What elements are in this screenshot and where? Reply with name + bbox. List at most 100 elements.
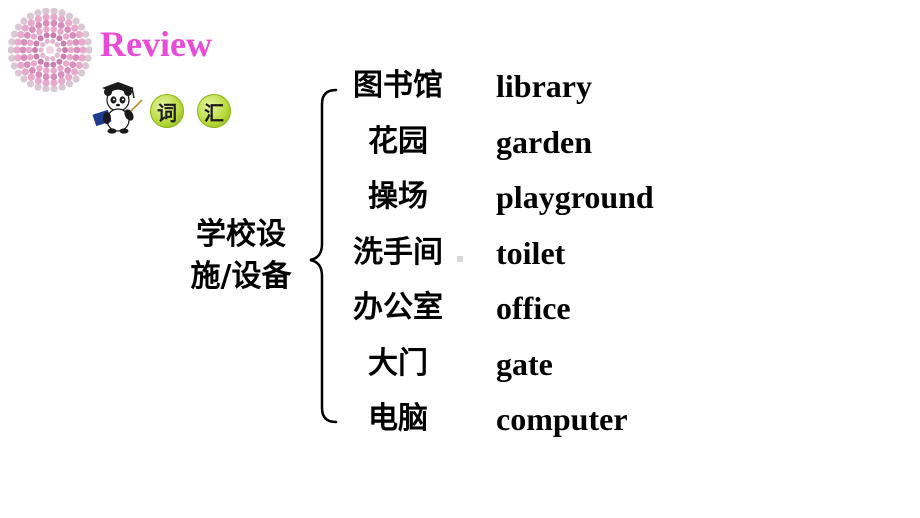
logo-dot	[17, 31, 25, 39]
logo-dot	[28, 26, 36, 33]
logo-dot	[10, 30, 18, 38]
logo-dot	[84, 38, 92, 46]
logo-dot	[14, 54, 22, 62]
logo-dot	[37, 58, 44, 65]
category-line-2: 施/设备	[190, 259, 292, 294]
logo-dot	[42, 73, 50, 81]
vocab-badge-ci: 词	[150, 94, 184, 128]
logo-dot	[50, 8, 58, 15]
logo-dot	[56, 35, 63, 42]
logo-dot	[50, 85, 58, 92]
vocab-en-0: library	[496, 68, 592, 104]
logo-dot	[67, 46, 75, 54]
logo-dot	[65, 19, 73, 27]
logo-dot	[34, 77, 42, 85]
logo-dot	[62, 60, 70, 67]
logo-dot	[42, 79, 50, 87]
logo-dot	[58, 9, 66, 17]
logo-dot	[64, 67, 72, 74]
logo-dot	[82, 62, 90, 70]
logo-dot	[69, 61, 77, 68]
panda-mascot-icon	[92, 82, 143, 134]
logo-dot	[36, 64, 43, 72]
review-title: Review	[100, 24, 212, 64]
logo-dot	[50, 73, 58, 81]
logo-dot	[14, 23, 23, 31]
logo-dot	[32, 47, 38, 53]
logo-dot	[58, 15, 66, 23]
logo-dot	[50, 26, 57, 33]
logo-dot	[71, 68, 79, 76]
logo-dot	[33, 40, 40, 47]
logo-dot	[43, 32, 50, 39]
logo-dot	[69, 32, 77, 39]
logo-dot	[62, 33, 70, 40]
logo-dot	[50, 38, 56, 45]
logo-dot	[13, 46, 21, 54]
logo-dot	[35, 71, 43, 78]
logo-dot	[40, 42, 46, 48]
logo-dot	[72, 38, 80, 46]
logo-dot	[37, 35, 44, 42]
logo-dot	[42, 8, 50, 15]
logo-dot	[57, 22, 65, 29]
logo-dot	[57, 28, 64, 36]
curly-brace	[309, 88, 338, 424]
logo-dot	[43, 61, 50, 68]
logo-dot	[71, 24, 79, 32]
logo-dot	[8, 38, 16, 46]
logo-dot	[25, 46, 33, 54]
logo-dot	[21, 68, 29, 76]
logo-dot	[20, 75, 28, 83]
logo-dot	[28, 67, 36, 74]
logo-dot	[30, 33, 38, 40]
logo-dot	[65, 73, 73, 81]
logo-dot	[27, 39, 34, 47]
logo-dot	[73, 46, 81, 54]
logo-dot	[40, 52, 46, 58]
logo-dot	[42, 19, 50, 27]
logo-dot	[42, 85, 50, 92]
logo-dot	[62, 47, 68, 53]
logo-dot	[64, 26, 72, 33]
logo-dot	[78, 54, 86, 62]
logo-dot	[26, 80, 35, 88]
logo-dot	[42, 13, 50, 21]
logo-dot	[56, 47, 62, 53]
logo-dot	[85, 46, 92, 54]
logo-dot	[57, 64, 64, 72]
vocab-en-3: toilet	[496, 235, 566, 271]
logo-dot	[30, 60, 38, 67]
logo-dot	[33, 53, 40, 60]
logo-dot	[54, 42, 60, 48]
logo-dot	[50, 67, 57, 74]
logo-dot	[65, 80, 74, 88]
logo-dot	[23, 32, 31, 39]
logo-dot	[27, 53, 34, 61]
logo-dot	[58, 83, 66, 91]
logo-dot	[75, 61, 83, 69]
logo-dot	[50, 61, 57, 68]
logo-dot	[43, 26, 50, 33]
logo-dot	[26, 12, 35, 20]
logo-dot	[50, 55, 56, 62]
logo-dot	[27, 19, 35, 27]
logo-dot	[34, 9, 42, 17]
vocab-cn-6: 电脑	[368, 401, 428, 436]
logo-dot	[72, 75, 80, 83]
logo-dot	[66, 39, 73, 47]
vocab-cn-4: 办公室	[353, 290, 443, 325]
logo-dot	[20, 54, 28, 62]
logo-dot	[50, 19, 58, 27]
vocab-en-1: garden	[496, 124, 592, 160]
logo-dot	[8, 54, 16, 62]
vocab-badge-hui: 汇	[197, 94, 231, 128]
vocab-cn-1: 花园	[368, 124, 428, 159]
logo-dot	[77, 23, 86, 31]
logo-dot	[60, 40, 67, 47]
logo-dot	[60, 53, 67, 60]
logo-dot	[35, 22, 43, 29]
review-logo-icon	[8, 8, 92, 92]
logo-dot	[54, 52, 60, 58]
logo-dot	[27, 73, 35, 81]
